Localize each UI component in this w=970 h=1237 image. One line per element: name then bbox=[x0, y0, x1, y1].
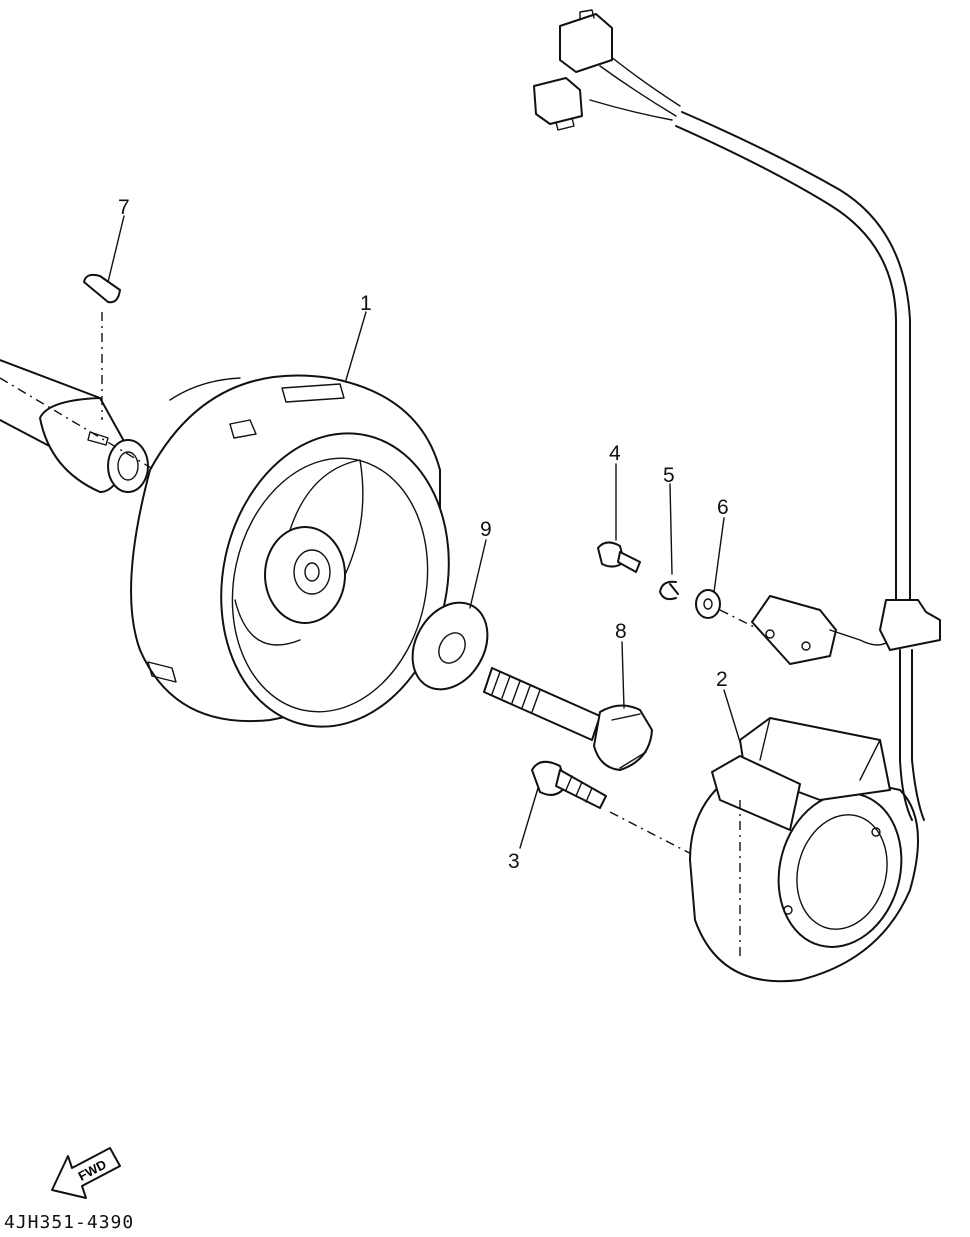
callout-9: 9 bbox=[480, 518, 492, 541]
woodruff-key bbox=[83, 273, 121, 420]
callout-2: 2 bbox=[716, 668, 728, 691]
callout-5: 5 bbox=[663, 464, 675, 487]
rotor-flywheel bbox=[130, 374, 450, 728]
connector-lower bbox=[533, 77, 583, 131]
drawing-code: 4JH351-4390 bbox=[4, 1212, 135, 1233]
callout-8: 8 bbox=[615, 620, 627, 643]
callout-3: 3 bbox=[508, 850, 520, 873]
stator bbox=[689, 717, 919, 983]
lock-washer bbox=[659, 580, 679, 601]
callout-7: 7 bbox=[118, 196, 130, 219]
pickup-coil bbox=[751, 595, 891, 665]
callout-4: 4 bbox=[609, 442, 621, 465]
pickup-screw bbox=[597, 541, 641, 573]
rotor-bolt bbox=[483, 667, 653, 771]
callout-1: 1 bbox=[360, 292, 372, 315]
leader-lines bbox=[107, 215, 741, 849]
plain-washer bbox=[695, 589, 761, 631]
callout-6: 6 bbox=[717, 496, 729, 519]
connector-upper bbox=[559, 9, 613, 73]
fwd-arrow-icon: FWD bbox=[51, 1147, 121, 1199]
washer bbox=[411, 601, 489, 691]
wire-harness bbox=[589, 55, 941, 821]
